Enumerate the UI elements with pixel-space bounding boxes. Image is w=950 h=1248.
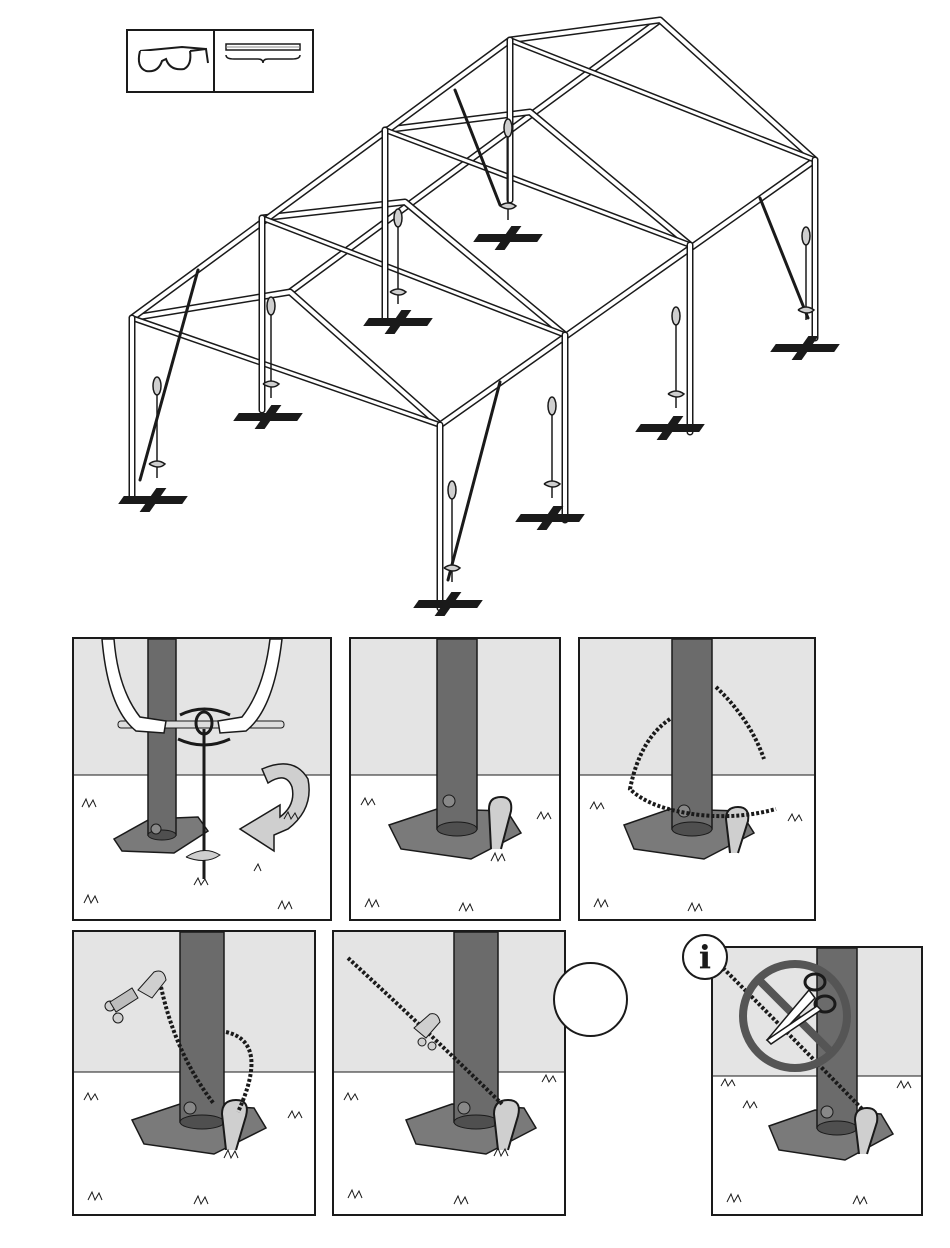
pole bbox=[148, 639, 176, 835]
clockwise-arrow-icon bbox=[240, 764, 309, 851]
anchor-eye bbox=[855, 1108, 877, 1154]
step-6-illustration bbox=[713, 948, 923, 1216]
step-2-illustration bbox=[351, 639, 561, 921]
anchor-eye bbox=[489, 797, 511, 849]
info-icon: i bbox=[682, 934, 728, 980]
anchor-eye bbox=[222, 1100, 247, 1150]
right-eave bbox=[440, 160, 815, 425]
step-2-panel bbox=[349, 637, 561, 921]
step-4-panel bbox=[72, 930, 316, 1216]
step-5-illustration bbox=[334, 932, 566, 1216]
step-3-illustration bbox=[580, 639, 816, 921]
step-1-illustration bbox=[74, 639, 332, 921]
blank-circle bbox=[553, 962, 628, 1037]
anchor-position-marks bbox=[113, 226, 846, 616]
front-gable bbox=[132, 292, 440, 425]
anchor-eye bbox=[494, 1100, 519, 1150]
tent-frame-diagram bbox=[0, 0, 950, 630]
left-eave bbox=[132, 40, 510, 318]
step-6-panel bbox=[711, 946, 923, 1216]
tent-legs bbox=[132, 40, 815, 608]
pole bbox=[180, 932, 224, 1122]
pole bbox=[672, 639, 712, 829]
step-1-panel bbox=[72, 637, 332, 921]
nut bbox=[113, 1013, 123, 1023]
step-4-illustration bbox=[74, 932, 316, 1216]
background-wall bbox=[334, 932, 566, 1072]
step-3-panel bbox=[578, 637, 816, 921]
ground-anchors bbox=[149, 119, 814, 582]
step-5-panel bbox=[332, 930, 566, 1216]
